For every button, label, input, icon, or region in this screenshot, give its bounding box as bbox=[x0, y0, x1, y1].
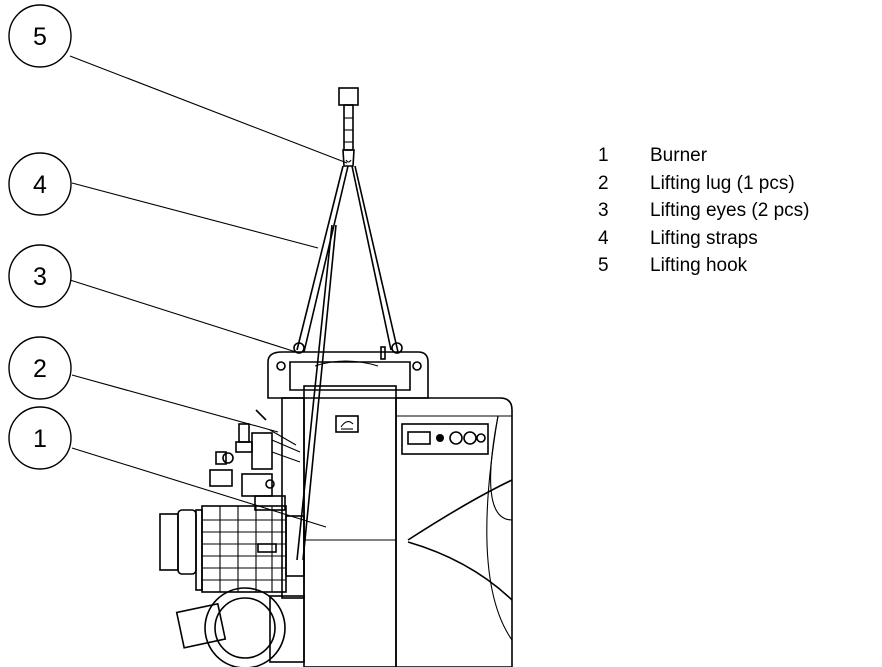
callout-4: 4 bbox=[8, 152, 72, 216]
callout-3: 3 bbox=[8, 244, 72, 308]
lifting-hook bbox=[338, 87, 359, 167]
callout-1: 1 bbox=[8, 406, 72, 470]
legend-number: 2 bbox=[598, 172, 609, 194]
callout-number: 2 bbox=[33, 355, 47, 383]
callout-5: 5 bbox=[8, 4, 72, 68]
leader-line-5 bbox=[69, 55, 348, 164]
leader-line-4 bbox=[71, 182, 319, 249]
control-box-and-air-inlet bbox=[395, 397, 513, 667]
lifting-eyes-frame bbox=[267, 342, 429, 399]
lifting-lug-and-valves bbox=[209, 397, 305, 599]
callout-2: 2 bbox=[8, 336, 72, 400]
callout-number: 5 bbox=[33, 23, 47, 51]
burner-housing bbox=[303, 385, 397, 667]
legend-label: Lifting hook bbox=[650, 255, 748, 276]
legend-label: Lifting eyes (2 pcs) bbox=[650, 200, 810, 221]
callout-number: 3 bbox=[33, 263, 47, 291]
electric-motor bbox=[159, 505, 305, 593]
callout-number: 1 bbox=[33, 425, 47, 453]
legend-label: Burner bbox=[650, 145, 708, 166]
leader-line-2 bbox=[71, 374, 279, 433]
legend-number: 4 bbox=[598, 227, 609, 249]
legend-label: Lifting lug (1 pcs) bbox=[650, 172, 795, 194]
lifting-straps bbox=[296, 165, 399, 561]
legend-number: 1 bbox=[598, 145, 609, 166]
legend-number: 3 bbox=[598, 200, 609, 221]
leader-line-1 bbox=[71, 447, 327, 528]
lower-fan-housing bbox=[175, 587, 305, 667]
legend-number: 5 bbox=[598, 255, 609, 276]
callout-number: 4 bbox=[33, 171, 47, 199]
leader-line-3 bbox=[69, 279, 297, 353]
legend-label: Lifting straps bbox=[650, 227, 758, 249]
